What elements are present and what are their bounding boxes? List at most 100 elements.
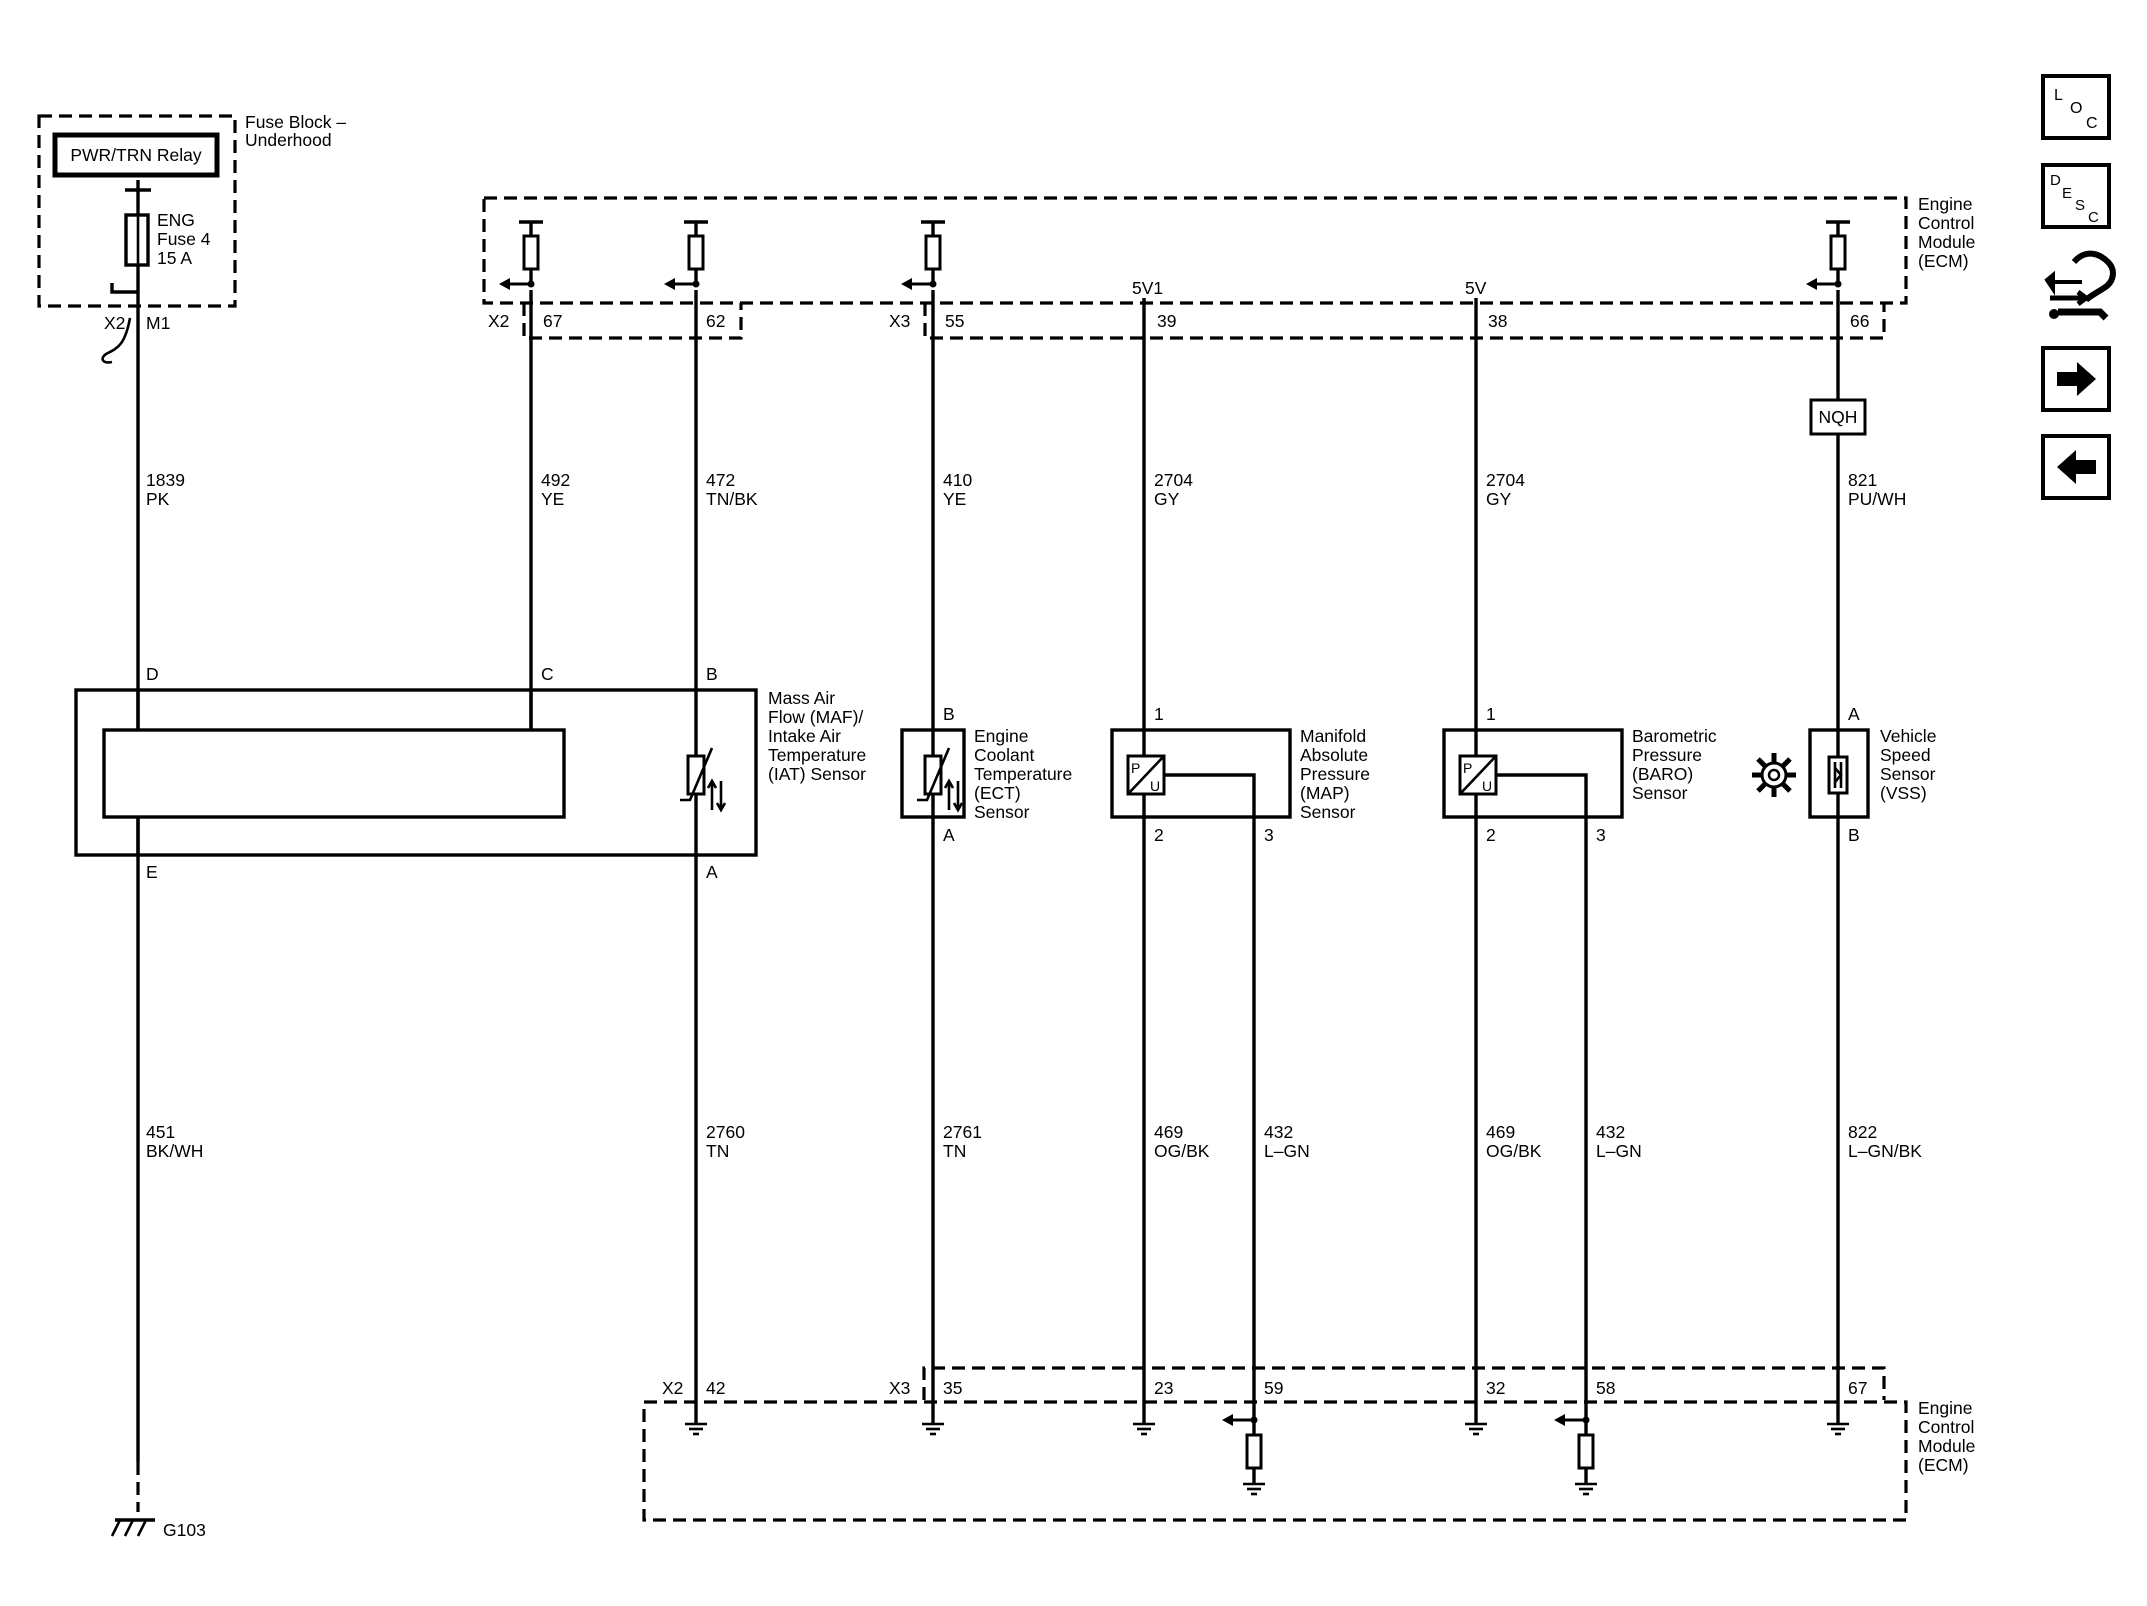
wire-color: YE: [943, 489, 966, 509]
transducer-p: P: [1463, 760, 1472, 776]
ecm-name: Control: [1918, 1417, 1974, 1437]
pin-number: 38: [1488, 311, 1507, 331]
ecm-name: Module: [1918, 1436, 1975, 1456]
sensor-name: Intake Air: [768, 726, 841, 746]
fuse-block-title: Underhood: [245, 130, 332, 150]
pin-label: B: [943, 704, 955, 724]
wire-color: PU/WH: [1848, 489, 1906, 509]
pin-label: 2: [1154, 825, 1164, 845]
sensor-name: Sensor: [1632, 783, 1688, 803]
previous-page-icon[interactable]: [2057, 450, 2096, 484]
transducer-u: U: [1482, 778, 1492, 794]
desc-icon[interactable]: [2041, 163, 2111, 229]
reference-label: 5V: [1465, 278, 1487, 298]
fuse-label: ENG: [157, 210, 195, 230]
sensor-name: (MAP): [1300, 783, 1350, 803]
fuse-label: 15 A: [157, 248, 192, 268]
transducer-p: P: [1131, 760, 1140, 776]
wire-circuit: 1839: [146, 470, 185, 490]
wire-circuit: 821: [1848, 470, 1877, 490]
connector-view-icon[interactable]: [2044, 250, 2116, 321]
ect-sensor: B A Engine Coolant Temperature (ECT) Sen…: [900, 704, 1072, 845]
sensor-name: Speed: [1880, 745, 1931, 765]
wire-color: GY: [1486, 489, 1512, 509]
fuse-block: Fuse Block – Underhood PWR/TRN Relay ENG…: [37, 112, 346, 364]
pin-number: 67: [1848, 1378, 1867, 1398]
sensor-name: Pressure: [1300, 764, 1370, 784]
maf-sensor-body: [74, 688, 758, 857]
wire-circuit: 469: [1486, 1122, 1515, 1142]
pin-label: 2: [1486, 825, 1496, 845]
pin-label: M1: [146, 313, 170, 333]
reference-label: 5V1: [1132, 278, 1163, 298]
pin-label: 3: [1264, 825, 1274, 845]
sensor-name: (VSS): [1880, 783, 1927, 803]
wire-color: L–GN: [1264, 1141, 1310, 1161]
ecm-bottom-connector-x3: [922, 1366, 1886, 1400]
pin-number: 62: [706, 311, 725, 331]
chassis-ground-icon: [922, 1420, 944, 1436]
relay-box: [52, 132, 220, 178]
next-page-button[interactable]: [2041, 346, 2111, 412]
fuse-block-title: Fuse Block –: [245, 112, 346, 132]
pin-number: 55: [945, 311, 964, 331]
connector-label: X2: [662, 1378, 683, 1398]
connector-label: X3: [889, 1378, 910, 1398]
relay-label: PWR/TRN Relay: [70, 145, 202, 165]
pin-label: A: [1848, 704, 1860, 724]
wire-color: TN: [943, 1141, 966, 1161]
sensor-name: Barometric: [1632, 726, 1717, 746]
desc-button[interactable]: D E S C: [2041, 163, 2111, 229]
chassis-ground-icon: [1465, 1420, 1487, 1436]
loc-letter: C: [2086, 115, 2098, 132]
ecm-top: Engine Control Module (ECM) X2 X3 5V1 5V: [482, 194, 1975, 340]
pin-label: B: [706, 664, 718, 684]
wire-color: BK/WH: [146, 1141, 203, 1161]
wire-circuit: 432: [1264, 1122, 1293, 1142]
ecm-bottom: Engine Control Module (ECM) X2 X3: [642, 1366, 1975, 1522]
ecm-top-connector-x2: [522, 303, 743, 340]
connector-hook: [110, 283, 138, 294]
pullup-resistor-icon: [664, 220, 708, 290]
map-signal-wire: [1154, 773, 1256, 1420]
pin-number: 42: [706, 1378, 725, 1398]
sensor-name: Sensor: [974, 802, 1030, 822]
vss-sensor: A B Vehicle Speed Sensor (VSS): [1752, 704, 1936, 845]
ground-icon: [110, 1518, 155, 1537]
ecm-signal-pulldowns: [1222, 1414, 1597, 1496]
thermistor-icon: [680, 747, 727, 813]
connector-label: X3: [889, 311, 910, 331]
maf-iat-sensor: D C B E A Mass Air Flow (MAF)/ Intake Ai…: [74, 664, 866, 882]
loc-icon[interactable]: [2041, 74, 2111, 140]
wire-circuit: 492: [541, 470, 570, 490]
ecm-top-outline: [482, 196, 1908, 305]
sensor-name: Coolant: [974, 745, 1034, 765]
wire-color: L–GN: [1596, 1141, 1642, 1161]
pin-label: E: [146, 862, 158, 882]
pin-number: 23: [1154, 1378, 1173, 1398]
ecm-name: Module: [1918, 232, 1975, 252]
gear-icon: [1752, 753, 1796, 797]
ecm-name: (ECM): [1918, 1455, 1969, 1475]
pin-label: A: [706, 862, 718, 882]
loc-button[interactable]: L O C: [2041, 74, 2111, 140]
desc-letter: S: [2075, 197, 2085, 214]
wire-color: L–GN/BK: [1848, 1141, 1922, 1161]
wire-circuit: 410: [943, 470, 972, 490]
pulldown-resistor-icon: [1222, 1414, 1265, 1496]
next-page-icon[interactable]: [2057, 362, 2096, 396]
wire-color: PK: [146, 489, 170, 509]
connector-view-button[interactable]: [2044, 250, 2116, 321]
transducer-u: U: [1150, 778, 1160, 794]
previous-page-button[interactable]: [2041, 434, 2111, 500]
ecm-bottom-outline: [642, 1400, 1908, 1522]
sensor-name: Vehicle: [1880, 726, 1936, 746]
wire-circuit: 2761: [943, 1122, 982, 1142]
transducer-diagonal: [1459, 755, 1497, 795]
wire-circuit: 432: [1596, 1122, 1625, 1142]
splice-label: NQH: [1819, 407, 1858, 427]
ecm-name: (ECM): [1918, 251, 1969, 271]
next-page-frame[interactable]: [2041, 346, 2111, 412]
ecm-name: Control: [1918, 213, 1974, 233]
pin-label: D: [146, 664, 159, 684]
